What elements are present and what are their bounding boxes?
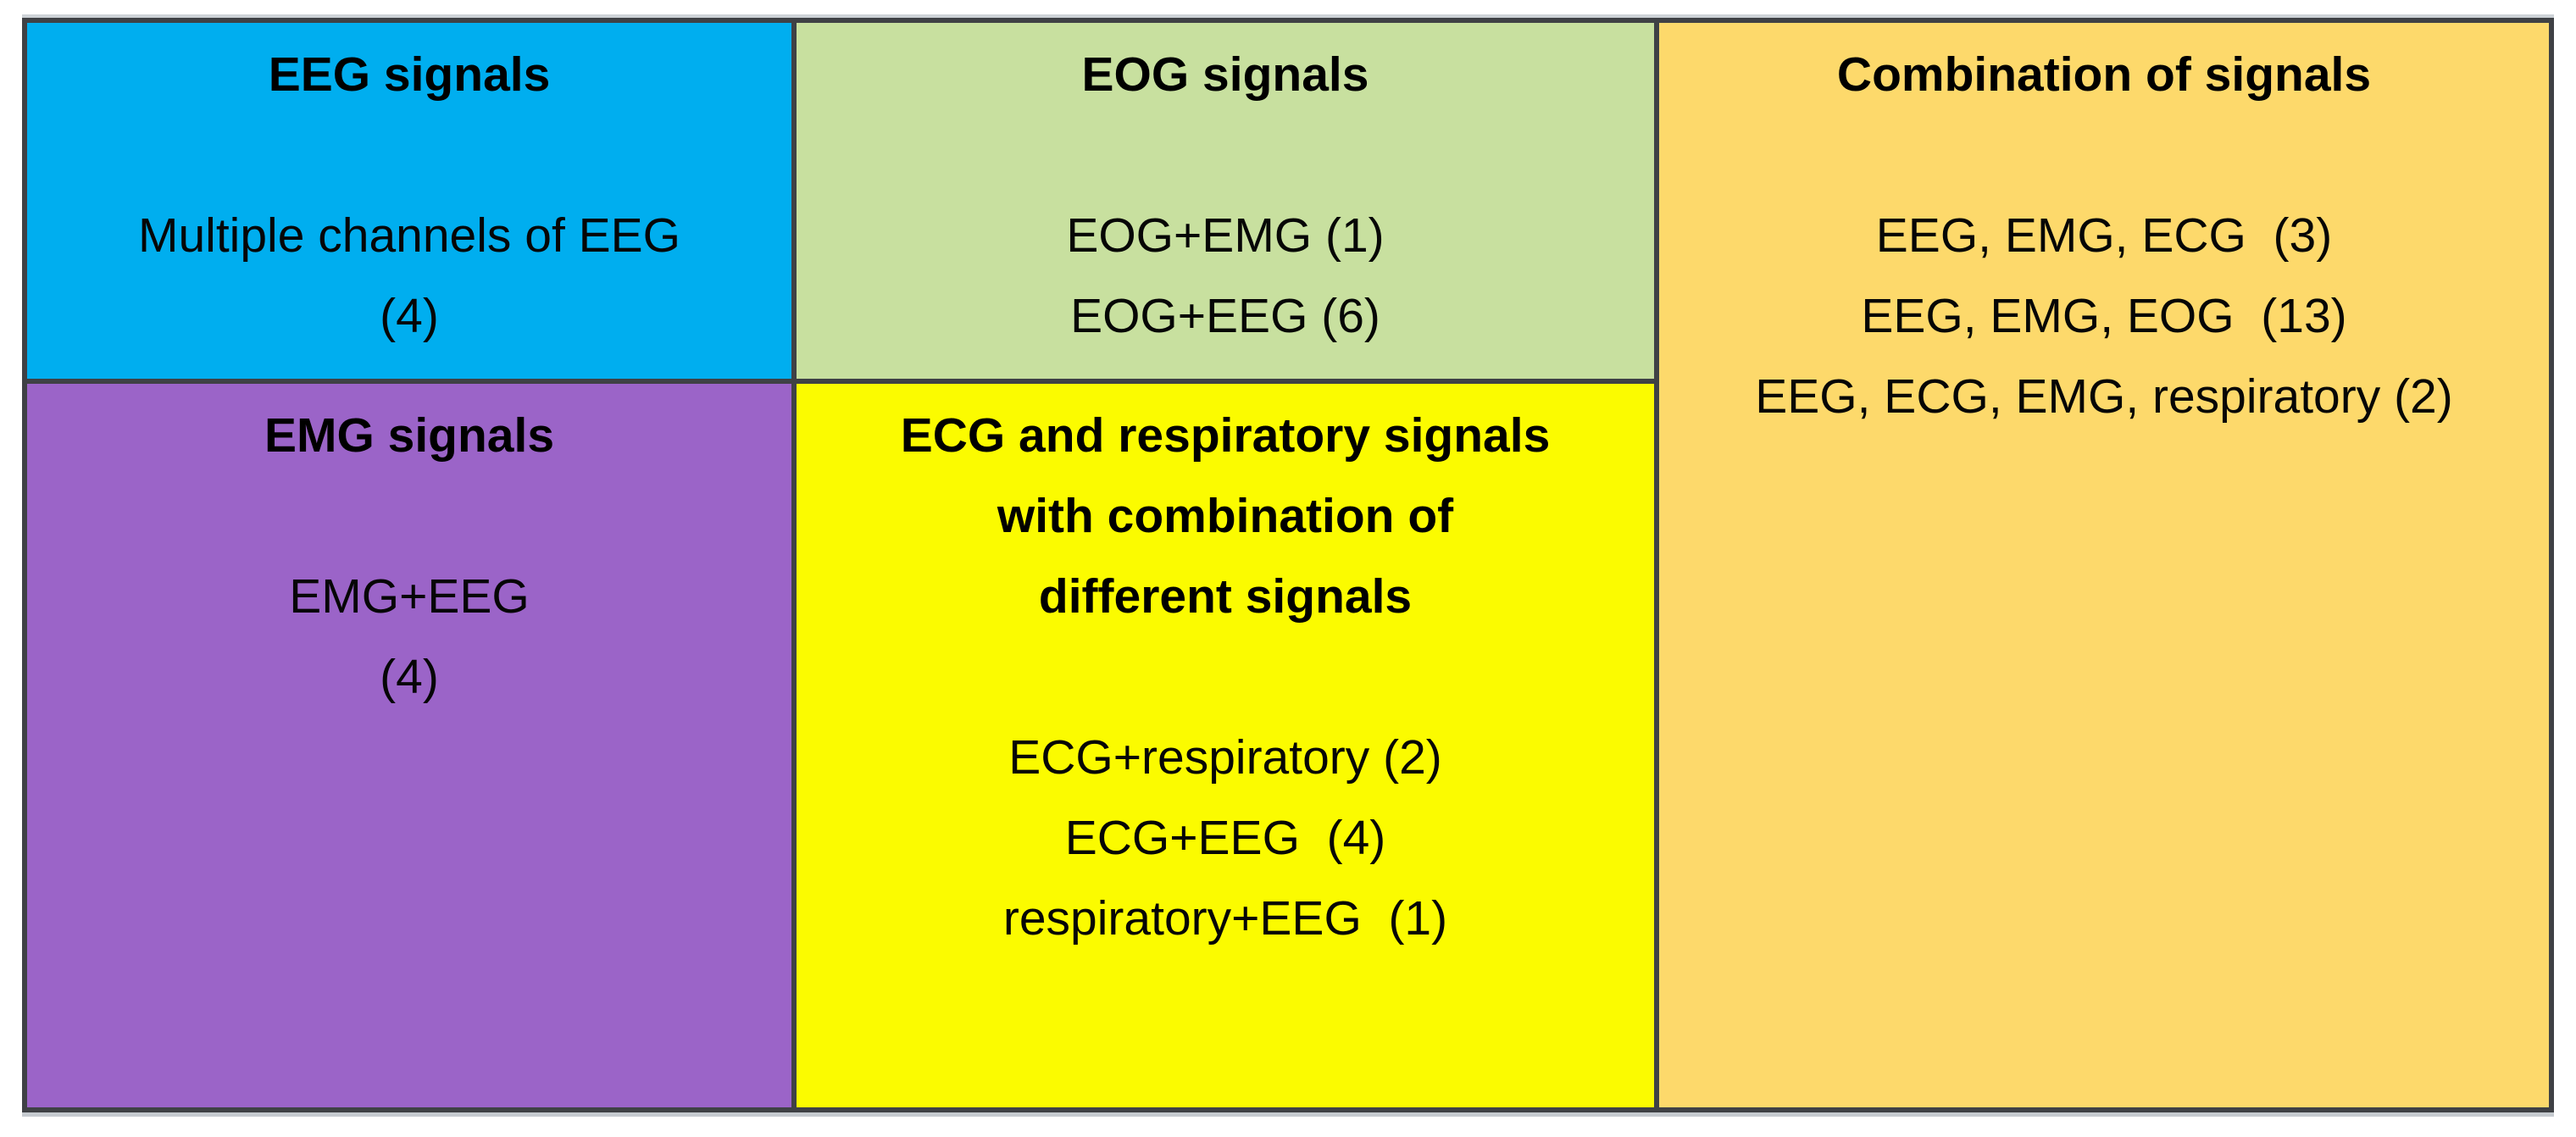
ecg-respiratory-signals-body: ECG+respiratory (2) ECG+EEG (4) respirat…: [1002, 730, 1448, 946]
cell-eeg-signals: EEG signals Multiple channels of EEG (4): [27, 23, 791, 379]
eog-signals-heading: EOG signals: [1081, 47, 1369, 102]
eeg-signals-body: Multiple channels of EEG (4): [138, 208, 680, 343]
eog-signals-body: EOG+EMG (1) EOG+EEG (6): [1066, 208, 1385, 343]
combination-of-signals-heading: Combination of signals: [1836, 47, 2372, 102]
cell-ecg-respiratory-signals: ECG and respiratory signals with combina…: [797, 384, 1654, 1107]
cell-combination-of-signals: Combination of signals EEG, EMG, ECG (3)…: [1659, 23, 2549, 1107]
signal-types-table: EEG signals Multiple channels of EEG (4)…: [22, 18, 2554, 1112]
combination-of-signals-body: EEG, EMG, ECG (3) EEG, EMG, EOG (13) EEG…: [1755, 208, 2453, 424]
emg-signals-heading: EMG signals: [264, 408, 555, 463]
eeg-signals-heading: EEG signals: [268, 47, 551, 102]
ecg-respiratory-signals-heading: ECG and respiratory signals with combina…: [900, 408, 1551, 624]
cell-eog-signals: EOG signals EOG+EMG (1) EOG+EEG (6): [797, 23, 1654, 379]
emg-signals-body: EMG+EEG (4): [289, 569, 530, 704]
cell-emg-signals: EMG signals EMG+EEG (4): [27, 384, 791, 1107]
